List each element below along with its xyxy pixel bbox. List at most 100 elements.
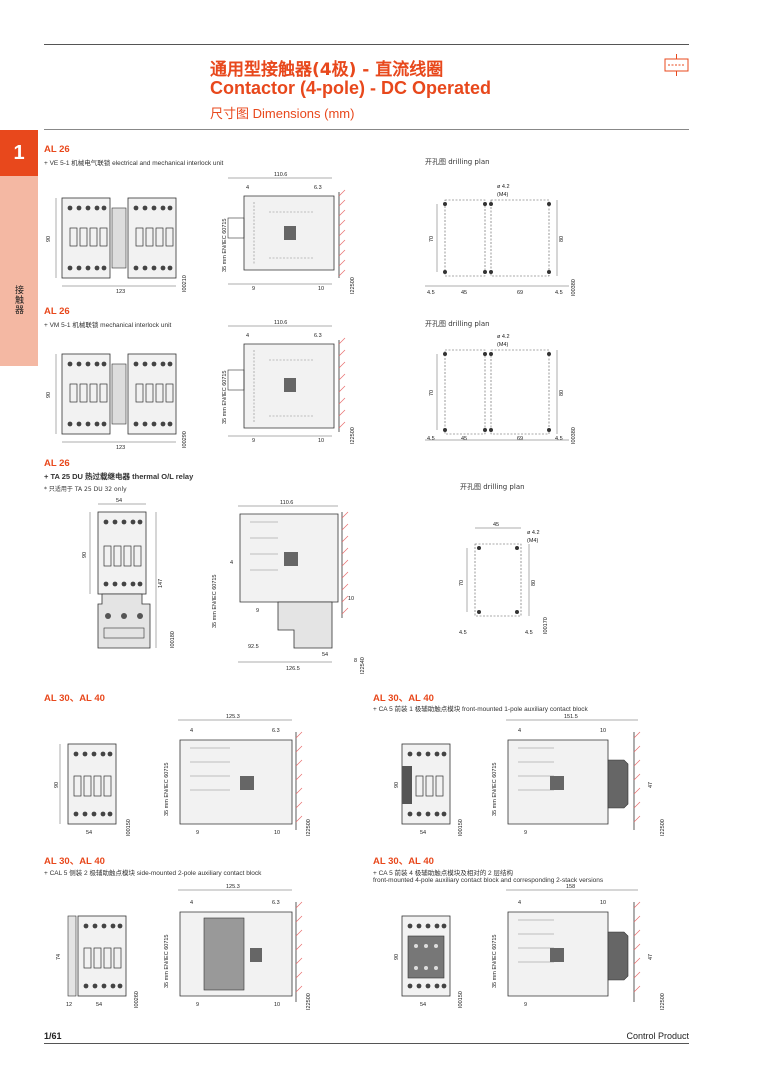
svg-text:ø 4.2: ø 4.2 — [497, 334, 510, 340]
svg-text:10: 10 — [274, 1002, 280, 1008]
svg-text:I00290: I00290 — [182, 431, 188, 448]
svg-text:9: 9 — [252, 438, 255, 444]
svg-text:151.5: 151.5 — [564, 714, 578, 720]
svg-text:I22500: I22500 — [306, 993, 312, 1010]
footer-right: Control Product — [626, 1031, 689, 1041]
svg-text:I00380: I00380 — [571, 427, 577, 444]
section-6-title: AL 30、AL 40 — [44, 856, 105, 867]
svg-text:4: 4 — [230, 560, 233, 566]
svg-text:54: 54 — [420, 830, 426, 836]
subtitle: 尺寸图 Dimensions (mm) — [210, 106, 355, 121]
svg-text:9: 9 — [196, 830, 199, 836]
svg-text:I00150: I00150 — [126, 819, 132, 836]
svg-text:35 mm EN/IEC 60715: 35 mm EN/IEC 60715 — [212, 575, 218, 629]
top-rule — [44, 44, 689, 45]
svg-text:90: 90 — [46, 392, 52, 398]
svg-text:47: 47 — [648, 954, 654, 960]
svg-text:6.3: 6.3 — [272, 900, 280, 906]
chapter-label: 接触器 — [13, 285, 23, 315]
svg-text:I22500: I22500 — [306, 819, 312, 836]
svg-text:74: 74 — [56, 954, 62, 960]
svg-text:45: 45 — [493, 522, 499, 528]
svg-text:I00380: I00380 — [571, 279, 577, 296]
svg-text:4: 4 — [190, 900, 193, 906]
svg-text:45: 45 — [461, 290, 467, 296]
svg-text:(M4): (M4) — [497, 342, 508, 348]
svg-text:158: 158 — [566, 884, 575, 890]
svg-text:4.5: 4.5 — [555, 290, 563, 296]
front-w-1: 123 — [116, 289, 125, 295]
svg-text:69: 69 — [517, 436, 523, 442]
section-3-title: AL 26 — [44, 458, 70, 469]
section-4-title: AL 30、AL 40 — [44, 693, 105, 704]
svg-text:54: 54 — [116, 498, 122, 504]
front-view-5: 90 54 I00150 — [394, 743, 464, 836]
svg-text:35 mm EN/IEC 60715: 35 mm EN/IEC 60715 — [222, 371, 228, 425]
svg-text:90: 90 — [394, 782, 400, 788]
svg-text:I22540: I22540 — [360, 657, 366, 674]
section-5-title: AL 30、AL 40 — [373, 693, 434, 704]
svg-text:I00170: I00170 — [543, 617, 549, 634]
svg-text:90: 90 — [82, 552, 88, 558]
side-view-4: 125.3 4 6.3 35 mm EN/IEC 60715 9 10 I225… — [164, 714, 312, 836]
svg-text:9: 9 — [256, 608, 259, 614]
svg-text:35 mm EN/IEC 60715: 35 mm EN/IEC 60715 — [164, 763, 170, 817]
side-view-2: 110.6 4 6.3 35 mm EN/IEC 60715 9 10 I225… — [222, 320, 356, 444]
svg-text:10: 10 — [318, 286, 324, 292]
svg-text:10: 10 — [318, 438, 324, 444]
section-1-title: AL 26 — [44, 144, 70, 155]
svg-text:47: 47 — [648, 782, 654, 788]
svg-text:4.5: 4.5 — [525, 630, 533, 636]
side-view-1: 110.6 4 6.3 35 mm EN/IEC 60715 9 10 I225… — [222, 172, 356, 294]
svg-text:80: 80 — [531, 580, 537, 586]
section-5-subtitle: + CA 5 前装 1 极辅助触点模块 front-mounted 1-pole… — [373, 706, 588, 713]
section-2-title: AL 26 — [44, 306, 70, 317]
front-view-7: 90 54 I00150 — [394, 915, 464, 1008]
svg-text:9: 9 — [196, 1002, 199, 1008]
svg-text:4.5: 4.5 — [427, 290, 435, 296]
svg-text:4: 4 — [190, 728, 193, 734]
svg-text:4: 4 — [518, 728, 521, 734]
chapter-tab: 1 — [0, 130, 38, 176]
svg-text:125.3: 125.3 — [226, 884, 240, 890]
svg-text:110.6: 110.6 — [280, 500, 293, 506]
svg-text:54: 54 — [420, 1002, 426, 1008]
svg-text:110.6: 110.6 — [274, 320, 287, 326]
section-1-subtitle: + VE 5-1 机械电气联锁 electrical and mechanica… — [44, 160, 224, 167]
svg-text:92.5: 92.5 — [248, 644, 259, 650]
rail-label-1: 35 mm EN/IEC 60715 — [222, 219, 228, 273]
svg-text:9: 9 — [252, 286, 255, 292]
drilling-plan-2: ø 4.2 (M4) 70 80 4.5 45 69 4.5 I00380 — [425, 334, 577, 444]
svg-text:147: 147 — [158, 579, 164, 588]
svg-text:I00150: I00150 — [458, 991, 464, 1008]
code-front-1: I00210 — [182, 275, 188, 292]
svg-text:I22500: I22500 — [350, 277, 356, 294]
page-number: 1/61 — [44, 1031, 62, 1041]
side-view-7: 158 4 10 47 35 mm EN/IEC 60715 9 I22500 — [492, 884, 666, 1010]
svg-text:4.5: 4.5 — [427, 436, 435, 442]
svg-text:4.5: 4.5 — [555, 436, 563, 442]
svg-text:69: 69 — [517, 290, 523, 296]
drilling-label-2: 开孔图 drilling plan — [425, 320, 490, 328]
title-en: Contactor (4-pole) - DC Operated — [210, 78, 492, 98]
svg-text:6.3: 6.3 — [272, 728, 280, 734]
svg-text:126.5: 126.5 — [286, 666, 300, 672]
svg-text:9: 9 — [524, 830, 527, 836]
svg-text:9: 9 — [524, 1002, 527, 1008]
svg-text:8: 8 — [354, 658, 357, 664]
front-view-2: 90 123 I00290 — [46, 353, 188, 451]
front-view-3: 54 90 147 I00180 — [82, 498, 176, 649]
svg-text:I22500: I22500 — [660, 819, 666, 836]
title-cn: 通用型接触器(4极) - 直流线圈 — [210, 60, 444, 80]
drilling-plan-1: ø 4.2 (M4) 70 80 4.5 45 69 4.5 I00380 — [425, 184, 577, 296]
section-7-subtitle: + CA 5 前装 4 极辅助触点模块及相对的 2 层结构 — [373, 870, 513, 877]
svg-text:(M4): (M4) — [497, 192, 508, 198]
svg-text:10: 10 — [600, 900, 606, 906]
svg-text:I22500: I22500 — [350, 427, 356, 444]
svg-text:I00260: I00260 — [134, 991, 140, 1008]
svg-text:35 mm EN/IEC 60715: 35 mm EN/IEC 60715 — [492, 935, 498, 989]
drilling-label-3: 开孔图 drilling plan — [460, 483, 525, 491]
svg-text:ø 4.2: ø 4.2 — [527, 530, 540, 536]
svg-text:90: 90 — [394, 954, 400, 960]
svg-text:80: 80 — [559, 390, 565, 396]
